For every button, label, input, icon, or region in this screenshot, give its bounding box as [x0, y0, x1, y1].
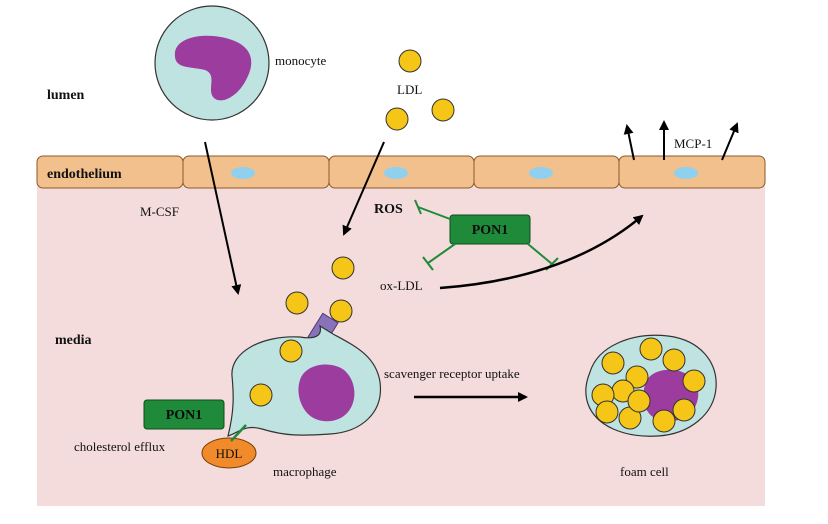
- endothelial-cell: [182, 155, 330, 189]
- ldl-particles: [385, 49, 455, 131]
- endothelial-nucleus: [674, 167, 698, 179]
- oxldl-particles: [285, 256, 355, 323]
- foam-lipid: [672, 398, 696, 422]
- label-ldl: LDL: [397, 82, 422, 97]
- foam-lipid: [682, 369, 706, 393]
- foam-lipid: [595, 400, 619, 424]
- pon1-top-box: [449, 214, 531, 245]
- foam-cell: [585, 334, 717, 437]
- foam-lipid: [601, 351, 625, 375]
- label-pon1-bottom: PON1: [166, 408, 203, 423]
- macrophage-cell: [227, 324, 382, 437]
- oxldl-particle: [329, 299, 353, 323]
- foam-lipid: [652, 409, 676, 433]
- oxldl-particle: [331, 256, 355, 280]
- label-foam-cell: foam cell: [620, 464, 669, 479]
- endothelium-layer: [36, 155, 766, 189]
- oxldl-particle: [285, 291, 309, 315]
- endothelial-nucleus: [384, 167, 408, 179]
- foam-lipid: [627, 389, 651, 413]
- ldl-entry-arrow: [342, 141, 385, 236]
- label-monocyte: monocyte: [275, 53, 326, 68]
- migration-arrow: [204, 141, 242, 295]
- pon1-hdl-link: [230, 424, 247, 442]
- foam-lipid: [662, 348, 686, 372]
- label-media: media: [55, 333, 92, 348]
- ldl-particle: [398, 49, 422, 73]
- pon1-bottom-box: [143, 399, 225, 430]
- label-cholesterol-efflux: cholesterol efflux: [74, 439, 166, 454]
- label-ox-ldl: ox-LDL: [380, 278, 423, 293]
- foam-lipid: [639, 337, 663, 361]
- pon1-inhibition: [414, 199, 559, 271]
- label-endothelium: endothelium: [47, 167, 122, 182]
- label-ros: ROS: [374, 202, 403, 217]
- label-pon1-top: PON1: [472, 223, 509, 238]
- label-hdl: HDL: [216, 446, 243, 461]
- ldl-particle: [385, 107, 409, 131]
- label-macrophage: macrophage: [273, 464, 337, 479]
- macrophage-nucleus: [298, 364, 355, 422]
- label-mcsf: M-CSF: [140, 204, 179, 219]
- endothelial-nucleus: [231, 167, 255, 179]
- label-scavenger: scavenger receptor uptake: [384, 366, 520, 381]
- label-lumen: lumen: [47, 88, 85, 103]
- mcp1-arrows: [623, 120, 739, 161]
- label-mcp1: MCP-1: [674, 136, 712, 151]
- endothelial-nucleus: [529, 167, 553, 179]
- hdl-particle: [201, 437, 257, 469]
- macrophage-lipid: [249, 383, 273, 407]
- monocyte-cell: [154, 5, 270, 121]
- macrophage-lipid: [279, 339, 303, 363]
- ldl-particle: [431, 98, 455, 122]
- foam-lipid: [625, 365, 649, 389]
- oxldl-arrow: [439, 214, 644, 290]
- monocyte-nucleus: [174, 35, 252, 101]
